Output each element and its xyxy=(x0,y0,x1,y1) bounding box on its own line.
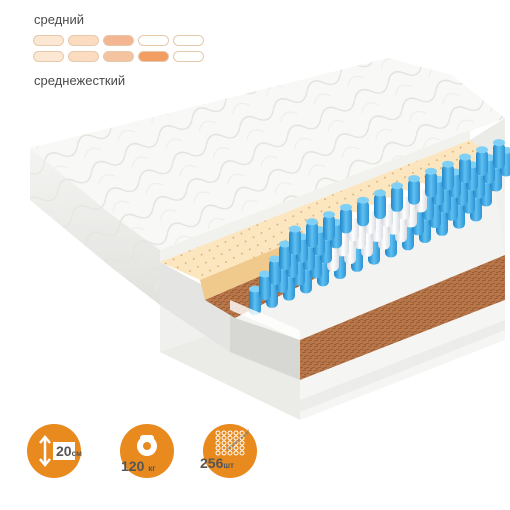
height-badge xyxy=(27,424,81,478)
firmness-pill xyxy=(68,35,99,46)
pocket-spring-top xyxy=(493,139,505,147)
pocket-spring-blue xyxy=(442,164,454,191)
pocket-spring-top xyxy=(259,270,271,278)
spring-grid-dot xyxy=(239,430,245,436)
pocket-spring-blue xyxy=(340,207,352,234)
spring-grid-dot xyxy=(215,445,221,451)
springs-badge xyxy=(203,424,257,478)
springs-unit: шт xyxy=(223,461,234,470)
pocket-spring-top xyxy=(269,255,281,263)
pocket-spring-top xyxy=(391,182,403,190)
pocket-spring-top xyxy=(408,175,420,183)
firmness-scale-medium-firm xyxy=(33,51,204,62)
spring-grid-dot xyxy=(215,435,221,441)
springs-value: 256шт xyxy=(200,455,234,471)
spring-grid-dot xyxy=(239,440,245,446)
spring-grid-dot xyxy=(215,430,221,436)
firmness-pill xyxy=(173,51,204,62)
spring-grid-dot xyxy=(215,440,221,446)
pocket-spring-blue xyxy=(476,149,488,176)
pocket-spring-blue xyxy=(259,274,271,300)
spring-grid-dot xyxy=(221,440,227,446)
pocket-spring-top xyxy=(476,146,488,154)
firmness-pill xyxy=(138,35,169,46)
pocket-spring-top xyxy=(306,218,318,226)
pocket-spring-blue xyxy=(289,229,301,255)
firmness-pill xyxy=(33,51,64,62)
spring-grid-dot xyxy=(239,435,245,441)
spring-grid-dot xyxy=(227,450,233,456)
height-number: 20 xyxy=(56,443,72,459)
pocket-spring-blue xyxy=(249,289,261,315)
pocket-spring-top xyxy=(289,225,301,233)
height-unit: см xyxy=(71,449,82,458)
pocket-spring-top xyxy=(357,196,369,204)
spring-grid-dot xyxy=(221,445,227,451)
pocket-spring-blue xyxy=(323,214,335,241)
pocket-spring-blue xyxy=(459,157,471,183)
load-unit: кг xyxy=(148,464,156,473)
pocket-spring-top xyxy=(442,160,454,168)
pocket-spring-blue xyxy=(408,178,420,205)
pocket-spring-blue xyxy=(374,193,386,219)
pocket-spring-top xyxy=(459,153,471,161)
load-badge xyxy=(120,424,174,478)
firmness-label-medium-firm: среднежесткий xyxy=(34,73,126,88)
firmness-pill xyxy=(33,35,64,46)
pocket-spring-blue xyxy=(425,171,437,198)
spring-grid-dot xyxy=(227,445,233,451)
pocket-spring-blue xyxy=(269,259,281,285)
spring-grid-dot xyxy=(227,435,233,441)
firmness-pill xyxy=(138,51,169,62)
springs-number: 256 xyxy=(200,455,224,471)
pocket-spring-top xyxy=(374,189,386,197)
firmness-pill xyxy=(103,51,134,62)
spring-grid-dot xyxy=(233,435,239,441)
pocket-spring-top xyxy=(249,285,261,293)
spring-grid-dot xyxy=(215,450,221,456)
firmness-label-medium: средний xyxy=(34,12,84,27)
load-number: 120 xyxy=(121,458,145,474)
pocket-spring-blue xyxy=(279,244,291,270)
spring-grid-dot xyxy=(233,445,239,451)
springs-grid-icon xyxy=(215,430,245,456)
height-value: 20см xyxy=(56,443,82,459)
spring-grid-dot xyxy=(233,440,239,446)
pocket-spring-blue xyxy=(493,142,505,169)
firmness-scale-medium xyxy=(33,35,204,46)
firmness-pill xyxy=(173,35,204,46)
pocket-spring-blue xyxy=(391,185,403,212)
spring-grid-dot xyxy=(239,450,245,456)
pocket-spring-blue xyxy=(306,221,318,248)
foam-block xyxy=(160,262,230,352)
spring-grid-dot xyxy=(233,450,239,456)
height-arrows-icon xyxy=(39,435,75,467)
spring-grid-dot xyxy=(239,445,245,451)
load-value: 120 кг xyxy=(121,458,156,474)
pocket-spring-blue xyxy=(357,200,369,227)
spring-grid-dot xyxy=(221,430,227,436)
spring-grid-dot xyxy=(233,430,239,436)
firmness-pill xyxy=(68,51,99,62)
weight-icon xyxy=(137,435,157,456)
pocket-spring-top xyxy=(425,167,437,175)
pocket-spring-top xyxy=(323,211,335,219)
firmness-pill xyxy=(103,35,134,46)
pocket-spring-top xyxy=(340,203,352,211)
spring-grid-dot xyxy=(227,440,233,446)
spring-grid-dot xyxy=(221,450,227,456)
spring-grid-dot xyxy=(227,430,233,436)
pocket-spring-top xyxy=(279,240,291,248)
spring-grid-dot xyxy=(221,435,227,441)
